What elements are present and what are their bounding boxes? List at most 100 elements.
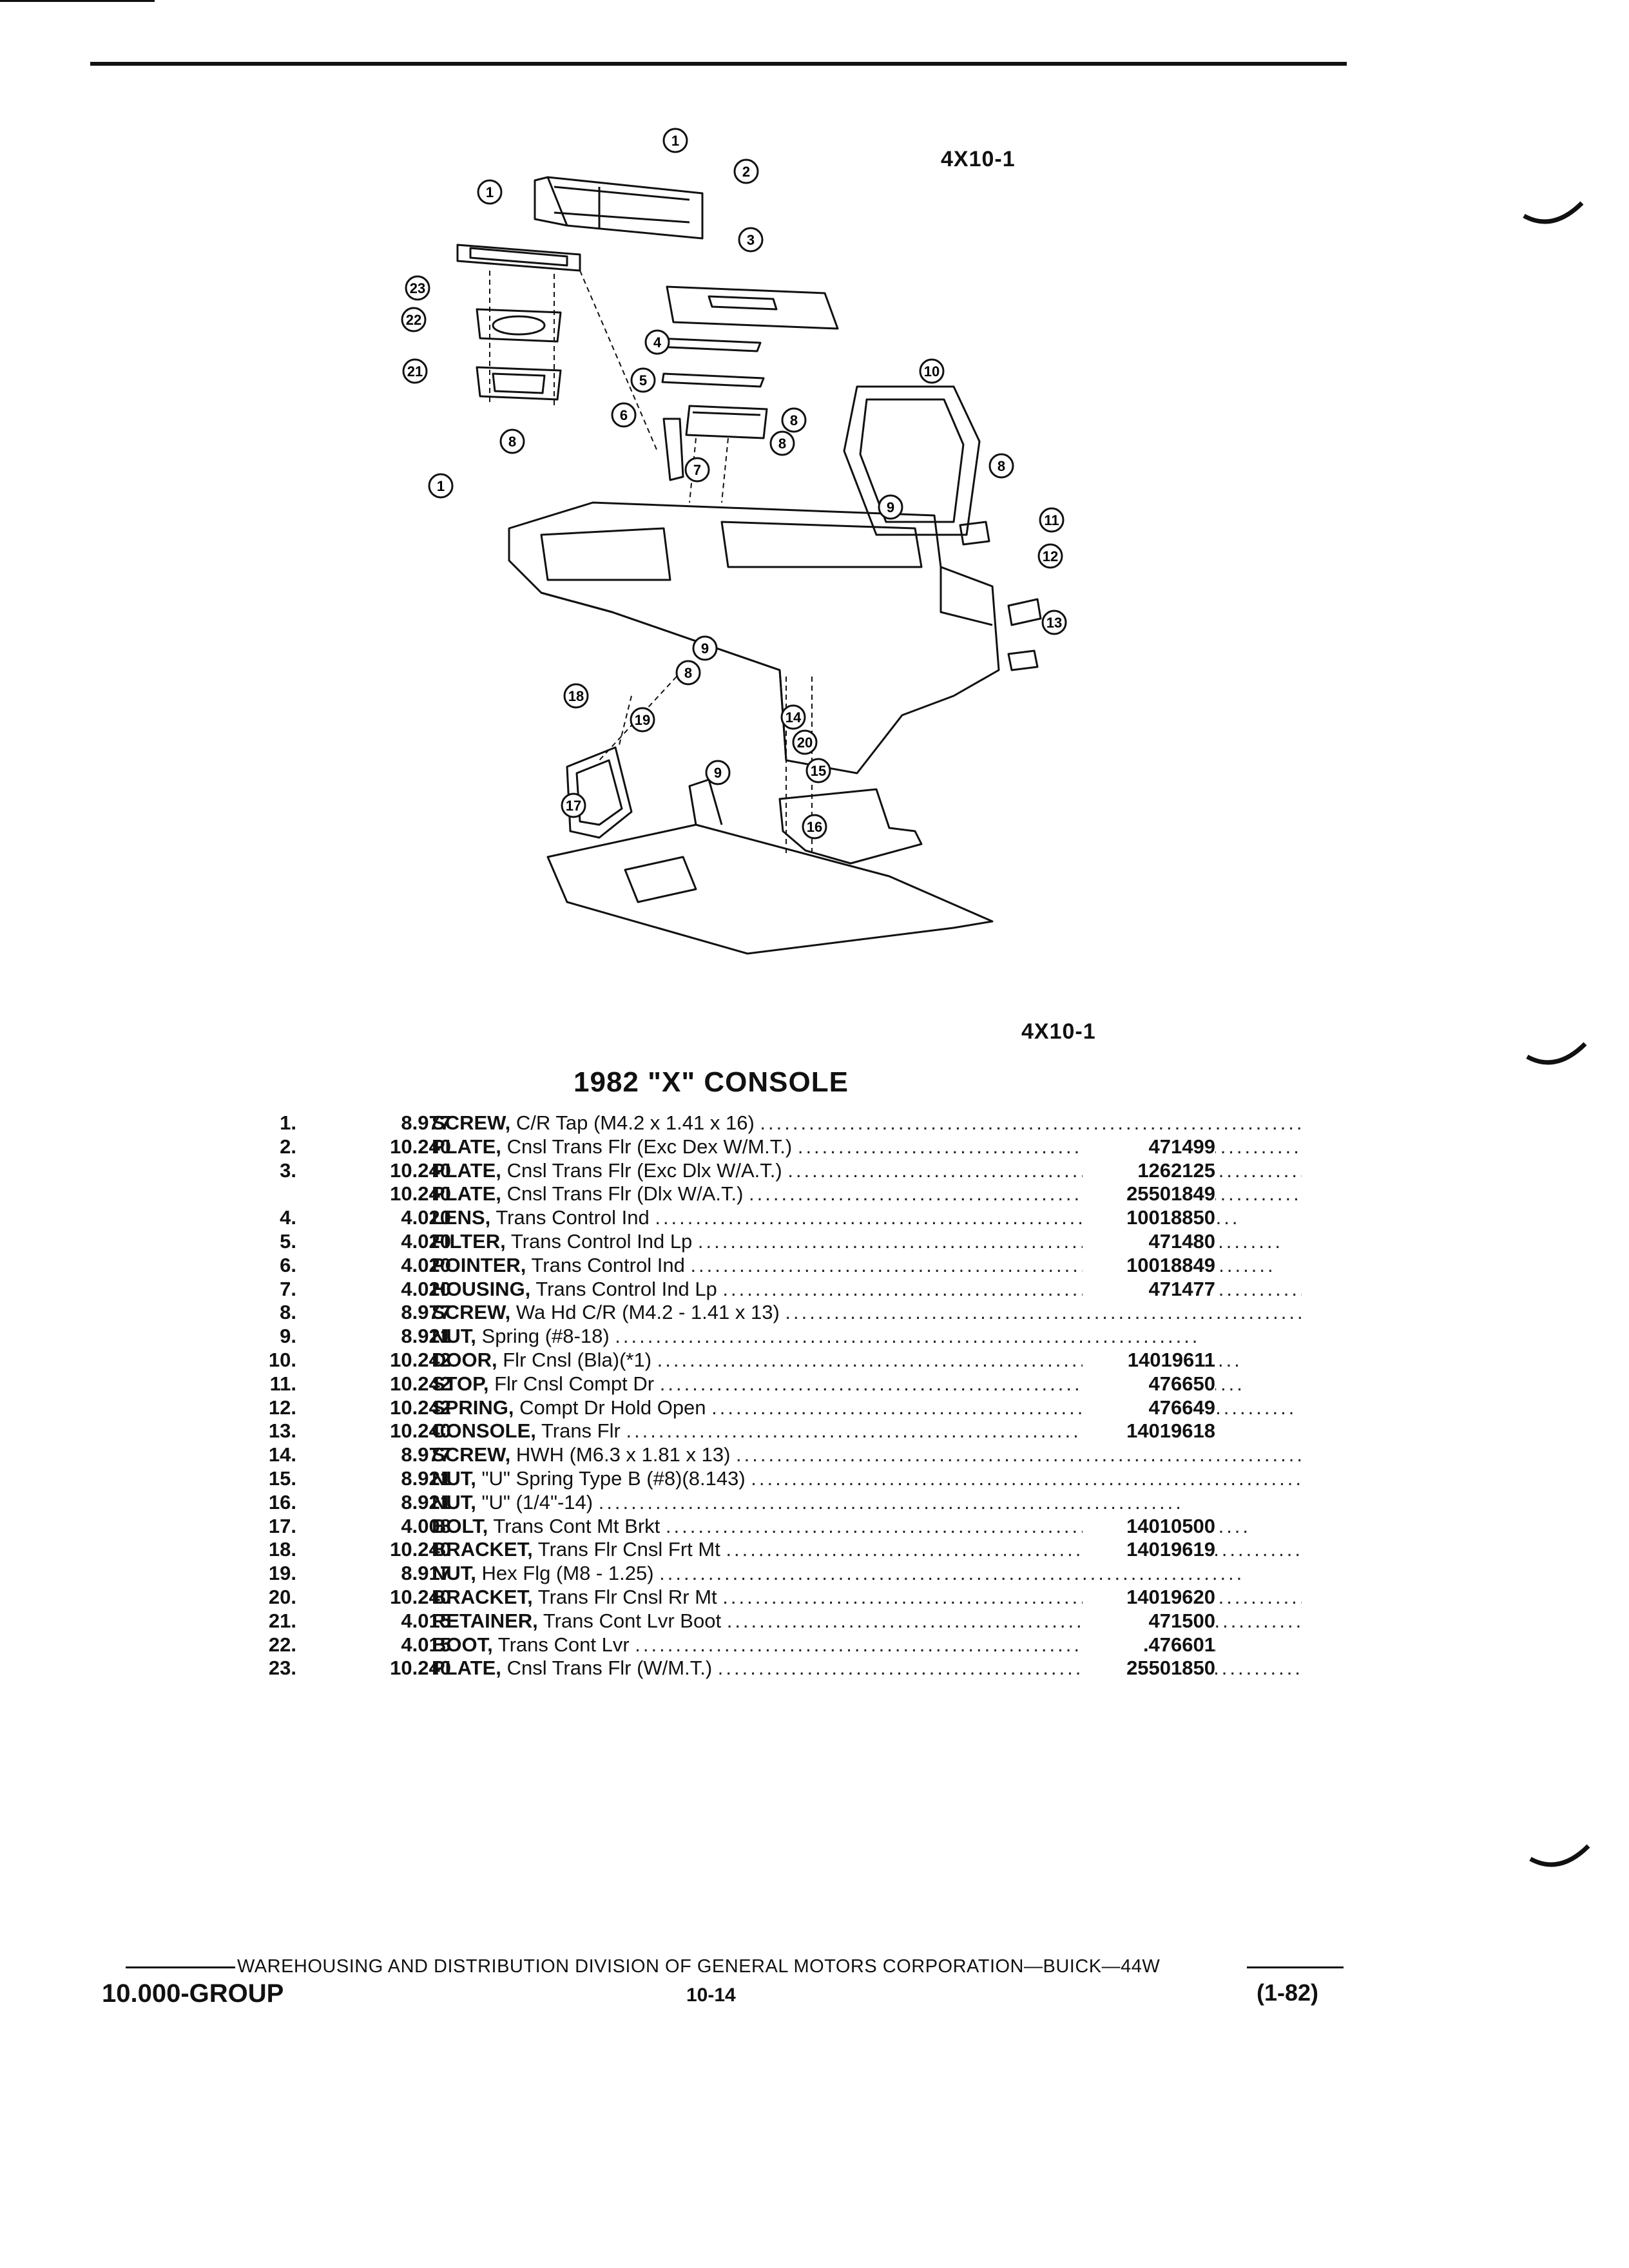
scan-mark — [1523, 201, 1584, 224]
item-number: 20. — [268, 1585, 296, 1608]
callout: 10 — [919, 358, 945, 384]
group-number: 8.921 — [401, 1325, 451, 1348]
header-rule — [90, 62, 1347, 66]
part-detail: Trans Flr Cnsl Frt Mt — [537, 1538, 720, 1561]
svg-text:3: 3 — [747, 232, 755, 248]
part-name: BRACKET, — [432, 1538, 533, 1561]
svg-text:9: 9 — [714, 765, 722, 781]
svg-text:5: 5 — [639, 372, 647, 389]
part-name: CONSOLE, — [432, 1419, 536, 1443]
part-detail: Trans Control Ind — [496, 1206, 650, 1229]
group-number: 10.242 — [390, 1396, 451, 1419]
group-number: 8.977 — [401, 1301, 451, 1324]
part-detail: Trans Flr — [541, 1419, 621, 1443]
item-number: 5. — [280, 1229, 296, 1253]
part-detail: "U" Spring Type B (#8)(8.143) — [481, 1466, 746, 1490]
revision-date: (1-82) — [1257, 1979, 1319, 2006]
svg-text:1: 1 — [437, 478, 445, 494]
part-number: 14010500 — [1083, 1514, 1215, 1538]
svg-text:20: 20 — [797, 735, 813, 751]
group-number: 8.921 — [401, 1490, 451, 1514]
item-number: 12. — [268, 1396, 296, 1419]
group-number: 10.240 — [390, 1538, 451, 1561]
part-detail: Trans Control Ind Lp — [535, 1277, 717, 1300]
scan-mark — [1529, 1844, 1590, 1867]
part-name: NUT, — [432, 1562, 476, 1585]
group-label: 10.000-GROUP — [102, 1979, 284, 2008]
part-description: SCREW, HWH (M6.3 x 1.81 x 13) ..........… — [432, 1443, 1302, 1466]
corner-rule — [0, 0, 155, 2]
part-name: HOUSING, — [432, 1277, 531, 1300]
item-number: 14. — [268, 1443, 296, 1466]
callout: 22 — [401, 307, 427, 332]
callout: 11 — [1039, 507, 1065, 533]
svg-text:14: 14 — [786, 709, 802, 726]
item-number: 16. — [268, 1490, 296, 1514]
part-name: BOLT, — [432, 1514, 488, 1537]
part-name: SCREW, — [432, 1443, 511, 1466]
group-number: 4.015 — [401, 1609, 451, 1632]
part-detail: HWH (M6.3 x 1.81 x 13) — [516, 1443, 731, 1466]
part-detail: Cnsl Trans Flr (Exc Dlx W/A.T.) — [506, 1158, 782, 1182]
part-description: NUT, "U" Spring Type B (#8)(8.143) .....… — [432, 1466, 1302, 1490]
part-detail: Trans Control Ind — [531, 1253, 685, 1276]
part-number: 10018849 — [1083, 1253, 1215, 1277]
callout: 12 — [1037, 543, 1063, 569]
item-number: 15. — [268, 1466, 296, 1490]
part-description: NUT, "U" (1/4"-14) .....................… — [432, 1490, 1184, 1514]
part-detail: Trans Control Ind Lp — [510, 1229, 693, 1253]
callout: 8 — [675, 660, 701, 686]
svg-text:8: 8 — [790, 412, 798, 428]
part-number: 14019620 — [1083, 1585, 1215, 1609]
callout: 17 — [561, 793, 586, 818]
part-name: PLATE, — [432, 1182, 501, 1206]
callout: 6 — [611, 402, 637, 428]
svg-text:8: 8 — [778, 436, 786, 452]
exploded-view-diagram: 1 1 2 3 4 5 6 7 8 8 9 10 8 11 12 13 9 8 … — [401, 128, 1067, 955]
group-number: 8.977 — [401, 1111, 451, 1134]
part-number: 476649 — [1083, 1396, 1215, 1419]
group-number: 4.020 — [401, 1229, 451, 1253]
svg-text:12: 12 — [1043, 548, 1058, 564]
callout: 9 — [705, 760, 731, 785]
page-number: 10-14 — [686, 1984, 736, 2006]
callout: 7 — [684, 457, 710, 483]
callout: 1 — [662, 128, 688, 153]
part-name: PLATE, — [432, 1135, 501, 1158]
part-number: 25501849 — [1083, 1182, 1215, 1206]
callout: 21 — [402, 358, 428, 384]
part-detail: Hex Flg (M8 - 1.25) — [481, 1562, 654, 1585]
part-detail: Wa Hd C/R (M4.2 - 1.41 x 13) — [516, 1301, 780, 1324]
svg-text:1: 1 — [671, 133, 679, 149]
part-number: 471499 — [1083, 1135, 1215, 1158]
part-description: SCREW, Wa Hd C/R (M4.2 - 1.41 x 13) ....… — [432, 1301, 1302, 1324]
svg-text:10: 10 — [924, 363, 940, 380]
group-number: 10.240 — [390, 1182, 451, 1206]
svg-text:4: 4 — [653, 334, 662, 351]
part-detail: Flr Cnsl Compt Dr — [494, 1372, 655, 1395]
svg-text:13: 13 — [1046, 615, 1062, 631]
group-number: 4.015 — [401, 1633, 451, 1656]
svg-text:23: 23 — [410, 280, 425, 296]
callout: 5 — [630, 367, 656, 393]
group-number: 10.240 — [390, 1419, 451, 1443]
part-number: 471480 — [1083, 1229, 1215, 1253]
svg-text:18: 18 — [568, 688, 584, 704]
callout: 13 — [1041, 610, 1067, 635]
callout: 8 — [988, 453, 1014, 479]
item-number: 9. — [280, 1325, 296, 1348]
footer-division: WAREHOUSING AND DISTRIBUTION DIVISION OF… — [237, 1956, 1161, 1977]
item-number: 19. — [268, 1562, 296, 1585]
